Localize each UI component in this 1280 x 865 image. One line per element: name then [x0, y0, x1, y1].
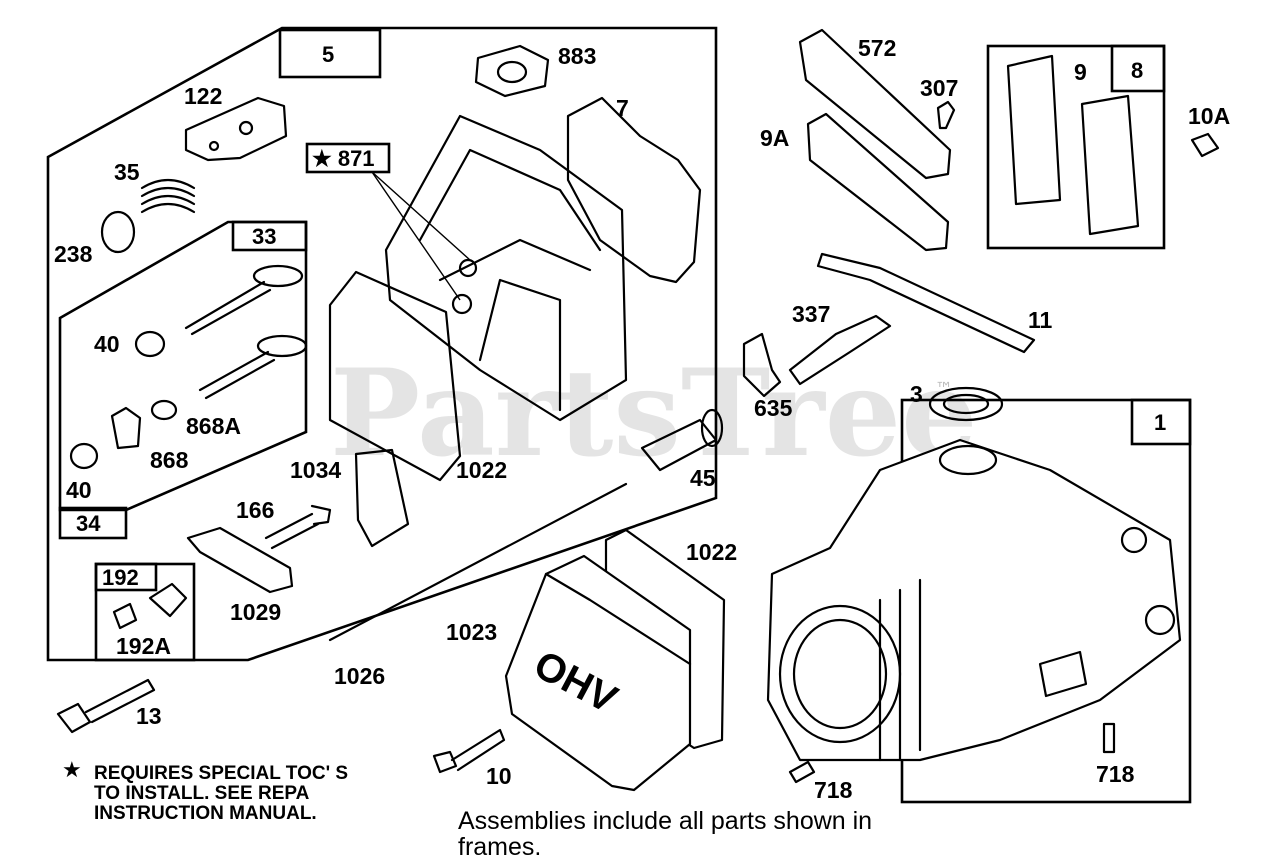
- label-10: 10: [486, 763, 512, 789]
- part-45-flange: [700, 408, 724, 448]
- part-valve-upper: [184, 264, 304, 336]
- label-8: 8: [1131, 58, 1143, 83]
- part-122-plate: [184, 96, 288, 162]
- part-718-pin-right: [1102, 722, 1116, 754]
- part-635-boot: [742, 332, 782, 398]
- part-718-pin-left: [788, 760, 816, 784]
- label-166: 166: [236, 497, 274, 523]
- part-9-gasket: [1006, 54, 1062, 206]
- note-line-2: TO INSTALL. SEE REPA: [94, 783, 310, 804]
- part-valve-lower: [198, 334, 308, 400]
- label-871-box: [305, 142, 391, 174]
- part-192A-screw: [112, 602, 138, 630]
- part-1026-push-rod: [328, 482, 628, 642]
- part-45-tube: [640, 418, 718, 472]
- frame-5: [46, 26, 718, 662]
- label-192: 192: [102, 565, 139, 590]
- label-1034: 1034: [290, 457, 341, 483]
- label-1: 1: [1154, 410, 1166, 435]
- part-166-stud: [264, 504, 332, 550]
- part-307-screw: [936, 100, 956, 130]
- label-10A: 10A: [1188, 103, 1230, 129]
- frame-33-tag: [231, 220, 308, 252]
- watermark-trademark: ™: [935, 379, 953, 400]
- frame-5-tag: [278, 28, 382, 79]
- part-7-head-gasket: [566, 96, 702, 284]
- part-11-tube: [816, 252, 1036, 354]
- part-10-bolt: [432, 728, 506, 774]
- part-9A-gasket: [806, 112, 950, 252]
- part-8-cover: [1080, 94, 1140, 236]
- label-1022-left: 1022: [456, 457, 507, 483]
- label-40-upper: 40: [94, 331, 120, 357]
- label-1029: 1029: [230, 599, 281, 625]
- label-11: 11: [1028, 307, 1053, 333]
- label-307: 307: [920, 75, 958, 101]
- part-cylinder-head: [384, 114, 628, 422]
- caption-line-1: Assemblies include all parts shown in: [458, 807, 873, 835]
- frame-192-tag: [94, 562, 158, 592]
- label-33: 33: [252, 224, 276, 249]
- label-718-left: 718: [814, 777, 853, 803]
- part-337-spark-plug: [788, 314, 892, 386]
- part-238-cap: [100, 210, 136, 254]
- label-238: 238: [54, 241, 93, 267]
- label-718-right: 718: [1096, 761, 1135, 787]
- pointer-871-a: [371, 171, 471, 261]
- label-868: 868: [150, 447, 189, 473]
- note-line-3: INSTRUCTION MANUAL.: [94, 803, 317, 824]
- assemblies-caption: Assemblies include all parts shown in fr…: [458, 808, 958, 864]
- label-45: 45: [690, 465, 716, 491]
- label-122: 122: [184, 83, 222, 109]
- label-871: ★ 871: [312, 146, 375, 171]
- part-3-oil-seal: [928, 386, 1004, 422]
- part-572-gasket: [798, 28, 952, 180]
- part-35-spring: [140, 178, 196, 214]
- label-35: 35: [114, 159, 140, 185]
- label-1023: 1023: [446, 619, 497, 645]
- label-3: 3: [910, 381, 923, 407]
- label-40-lower: 40: [66, 477, 92, 503]
- part-1034-plate: [354, 448, 410, 548]
- watermark: PartsTree: [330, 343, 977, 484]
- label-5: 5: [322, 42, 334, 67]
- label-7: 7: [616, 95, 629, 121]
- special-tools-note: ★ REQUIRES SPECIAL TOC' S TO INSTALL. SE…: [62, 760, 422, 830]
- star-icon: ★: [62, 758, 82, 783]
- part-40-seal-upper: [134, 330, 166, 358]
- part-10A-screw: [1190, 132, 1220, 158]
- label-883: 883: [558, 43, 596, 69]
- part-868A-washer: [150, 399, 178, 421]
- part-192-fitting: [148, 582, 188, 618]
- label-572: 572: [858, 35, 896, 61]
- pointer-871-b: [371, 171, 461, 301]
- note-line-1: REQUIRES SPECIAL TOC' S: [94, 763, 349, 784]
- label-337: 337: [792, 301, 830, 327]
- label-1022-right: 1022: [686, 539, 737, 565]
- frame-8: [986, 44, 1166, 250]
- label-868A: 868A: [186, 413, 241, 439]
- frame-8-tag: [1110, 44, 1166, 93]
- label-13: 13: [136, 703, 162, 729]
- label-34: 34: [76, 511, 101, 536]
- part-1029-rocker: [186, 526, 294, 594]
- label-192A: 192A: [116, 633, 171, 659]
- part-engine-block: [766, 438, 1182, 762]
- frame-34-tag: [58, 506, 128, 540]
- label-9A: 9A: [760, 125, 789, 151]
- frame-1-tag: [1130, 398, 1192, 446]
- part-1022-gasket-left: [328, 270, 462, 482]
- label-1026: 1026: [334, 663, 385, 689]
- label-9: 9: [1074, 59, 1087, 85]
- part-1023-valve-cover: OHV: [504, 554, 692, 792]
- caption-line-2: frames.: [458, 833, 542, 861]
- part-868-guide: [110, 406, 142, 450]
- label-635: 635: [754, 395, 793, 421]
- part-40-seal-lower: [69, 442, 99, 470]
- part-883-gasket: [474, 44, 550, 98]
- part-13-bolt: [56, 678, 156, 734]
